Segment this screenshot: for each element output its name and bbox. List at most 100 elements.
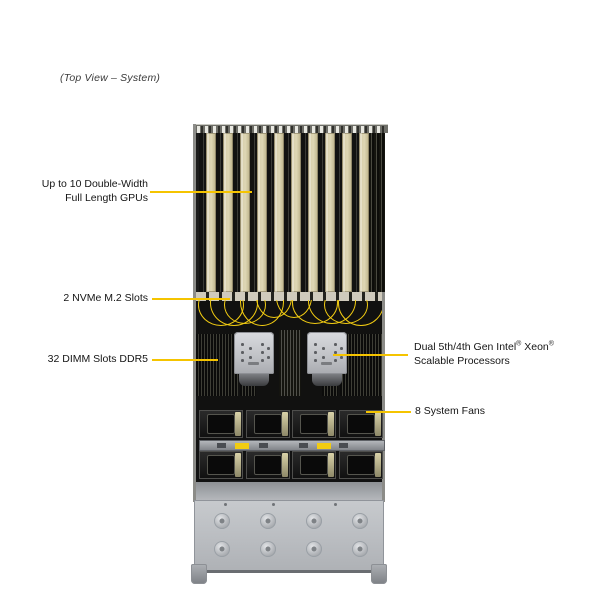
bracket-tick <box>221 126 225 133</box>
fan-row-bottom <box>199 451 385 479</box>
cpu-label-dot <box>334 359 337 362</box>
bracket-tick <box>213 126 217 133</box>
callout-gpus: Up to 10 Double-Width Full Length GPUs <box>20 178 148 205</box>
chassis-front-lip <box>193 482 385 502</box>
intel-registered-mark: ® <box>516 340 522 348</box>
callout-dimm-line1: 32 DIMM Slots DDR5 <box>47 353 148 365</box>
bracket-tick <box>336 126 340 133</box>
bracket-tick <box>283 126 286 133</box>
cpu-label-dot <box>267 347 270 350</box>
fan-section <box>193 410 385 482</box>
xeon-registered-mark: ® <box>548 340 554 348</box>
cpu-label-bar <box>321 362 332 365</box>
system-fan <box>292 410 336 438</box>
cpu-label-dot <box>241 359 244 362</box>
gpu-slot-gap <box>335 133 343 292</box>
system-fan <box>199 410 243 438</box>
chassis-foot-left <box>191 564 207 584</box>
bracket-tick <box>307 126 310 133</box>
bracket-tick <box>205 126 209 133</box>
panel-screw <box>334 503 337 506</box>
cpu-heatsink-2 <box>307 332 347 374</box>
cpu-label-dot <box>322 356 325 359</box>
fan-handle <box>281 453 288 477</box>
cpu-label-dot <box>322 347 325 350</box>
cpu-label-dot <box>340 347 343 350</box>
system-fan <box>338 410 383 438</box>
gpu-slot-gap <box>250 133 258 292</box>
gpu-slot-gap <box>233 133 241 292</box>
callout-gpus-line1: Up to 10 Double-Width <box>41 178 148 190</box>
cable-bundle-yellow <box>196 300 382 334</box>
panel-mount-boss <box>306 541 322 557</box>
callout-cpu-line1-mid: Xeon <box>521 341 549 353</box>
dimm-bank-right-outer <box>340 334 382 396</box>
fan-warning-label <box>317 442 331 449</box>
bracket-tick <box>225 126 228 133</box>
panel-mount-boss <box>352 513 368 529</box>
fan-hub <box>300 455 328 475</box>
panel-mount-boss <box>214 513 230 529</box>
gpu-cards-row <box>199 133 385 292</box>
callout-cpu-line1-pre: Dual 5th/4th Gen Intel <box>414 341 517 353</box>
bracket-tick <box>254 126 258 133</box>
fan-handle <box>235 453 241 477</box>
gpu-slot-gap <box>267 133 275 292</box>
cpu-fan-shroud-2 <box>312 374 342 386</box>
cpu-label-dot <box>314 359 317 362</box>
leader-line-gpus <box>150 191 252 193</box>
bracket-tick <box>291 126 294 133</box>
callout-cpu-line1: Dual 5th/4th Gen Intel® Xeon® <box>414 341 604 355</box>
fan-handle <box>328 412 334 436</box>
panel-screw <box>224 503 227 506</box>
fan-handle <box>328 453 334 477</box>
bracket-tick <box>209 126 212 133</box>
bracket-tick <box>320 126 323 133</box>
bracket-tick <box>238 126 241 133</box>
pcie-bracket-strip <box>196 124 388 133</box>
bracket-tick <box>279 126 282 133</box>
fan-row-top <box>199 410 385 438</box>
leader-line-dimm <box>152 359 218 361</box>
figure-caption: (Top View – System) <box>60 72 161 84</box>
cpu-label-dot <box>267 356 270 359</box>
bracket-tick <box>295 126 299 133</box>
bracket-tick <box>381 126 384 133</box>
gpu-card <box>206 133 216 292</box>
bracket-tick <box>365 126 368 133</box>
fan-handle <box>235 412 241 436</box>
bracket-tick <box>262 126 266 133</box>
cpu-label-dot <box>261 343 264 346</box>
bracket-tick <box>229 126 233 133</box>
fan-divider-bar <box>199 440 385 451</box>
gpu-card <box>240 133 250 292</box>
center-heatsink-fins <box>279 330 301 396</box>
bracket-tick <box>299 126 302 133</box>
chassis-foot-right <box>371 564 387 584</box>
bracket-tick <box>356 126 359 133</box>
cpu-label-dot <box>334 351 337 354</box>
cpu-label-dot <box>241 343 244 346</box>
cpu-label-dot <box>340 356 343 359</box>
bracket-tick <box>315 126 318 133</box>
callout-nvme-line1: 2 NVMe M.2 Slots <box>63 292 148 304</box>
cpu-label-bar <box>248 362 259 365</box>
fan-bar-marking <box>217 443 226 448</box>
gpu-slot-gap <box>301 133 309 292</box>
system-fan <box>245 410 290 438</box>
callout-cpu: Dual 5th/4th Gen Intel® Xeon® Scalable P… <box>414 341 604 368</box>
system-fan <box>338 451 383 479</box>
bracket-tick <box>332 126 335 133</box>
leader-line-nvme <box>152 298 230 300</box>
bracket-tick <box>266 126 269 133</box>
gpu-card <box>274 133 284 292</box>
fan-hub <box>346 455 375 475</box>
cpu-label-dot <box>249 347 252 350</box>
bracket-tick <box>361 126 364 133</box>
fan-handle <box>374 412 381 436</box>
bracket-tick <box>303 126 307 133</box>
bracket-tick <box>242 126 245 133</box>
bracket-tick <box>311 126 315 133</box>
cpu-label-dot <box>314 343 317 346</box>
